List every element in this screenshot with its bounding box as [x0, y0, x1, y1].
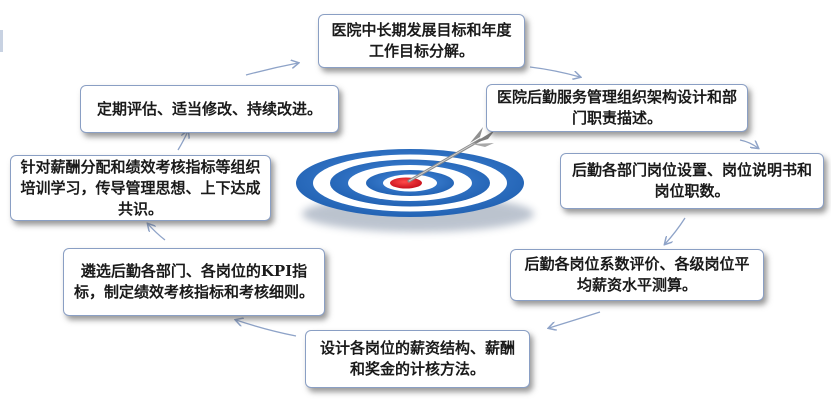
- left-edge-mark: [0, 30, 3, 52]
- step-8-text: 定期评估、适当修改、持续改进。: [96, 99, 322, 118]
- arrow-step3-to-step4: [665, 217, 686, 244]
- step-5-box: 设计各岗位的薪资结构、薪酬和奖金的计核方法。: [305, 330, 530, 388]
- arrow-step4-to-step5: [549, 311, 601, 328]
- step-2-text: 医院后勤服务管理组织架构设计和部门职责描述。: [496, 88, 737, 127]
- target-with-dart-icon: [296, 127, 534, 232]
- step-7-box: 针对薪酬分配和绩效考核指标等组织培训学习，传导管理思想、上下达成共识。: [10, 155, 271, 221]
- step-5-text: 设计各岗位的薪资结构、薪酬和奖金的计核方法。: [319, 339, 515, 378]
- step-1-text: 医院中长期发展目标和年度工作目标分解。: [331, 21, 512, 60]
- arrow-step8-to-step1: [245, 63, 298, 76]
- arrow-step2-to-step3: [739, 139, 758, 148]
- arrow-step5-to-step6: [236, 320, 297, 337]
- step-8-box: 定期评估、适当修改、持续改进。: [80, 85, 339, 133]
- step-6-text: 遴选后勤各部门、各岗位的KPI指标，制定绩效考核指标和考核细则。: [73, 262, 314, 301]
- step-7-text: 针对薪酬分配和绩效考核指标等组织培训学习，传导管理思想、上下达成共识。: [20, 157, 261, 218]
- step-6-box: 遴选后勤各部门、各岗位的KPI指标，制定绩效考核指标和考核细则。: [63, 248, 325, 316]
- step-4-box: 后勤各岗位系数评价、各级岗位平均薪资水平测算。: [510, 249, 764, 301]
- arrow-step7-to-step8: [177, 131, 188, 151]
- step-2-box: 医院后勤服务管理组织架构设计和部门职责描述。: [486, 84, 748, 132]
- step-3-text: 后勤各部门岗位设置、岗位说明书和岗位职数。: [571, 161, 812, 200]
- step-1-box: 医院中长期发展目标和年度工作目标分解。: [318, 14, 525, 68]
- arrow-step6-to-step7: [148, 224, 166, 241]
- step-4-text: 后勤各岗位系数评价、各级岗位平均薪资水平测算。: [524, 255, 750, 294]
- step-3-box: 后勤各部门岗位设置、岗位说明书和岗位职数。: [560, 153, 824, 209]
- arrow-step1-to-step2: [529, 66, 580, 77]
